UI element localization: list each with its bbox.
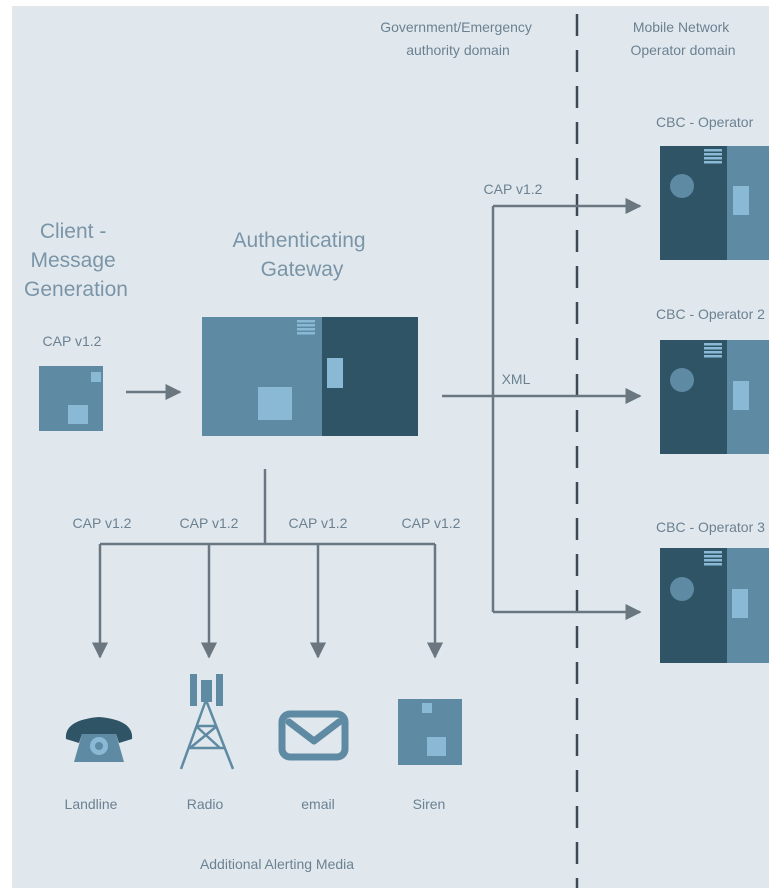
media-label-radio: Radio bbox=[187, 796, 224, 812]
additional-alerting-media-label: Additional Alerting Media bbox=[200, 856, 354, 872]
operator-top-protocol-label: CAP v1.2 bbox=[484, 181, 543, 197]
media-distribution-tree bbox=[91, 469, 444, 659]
media-label-landline: Landline bbox=[65, 796, 118, 812]
gateway-title: Authenticating Gateway bbox=[233, 229, 372, 281]
operator-2-label: CBC - Operator 2 bbox=[656, 306, 765, 322]
radio-tower-icon bbox=[179, 674, 235, 770]
branch-protocol-label-email: CAP v1.2 bbox=[289, 515, 348, 531]
operator-3-server-icon bbox=[660, 548, 769, 663]
siren-box-icon bbox=[398, 699, 462, 765]
client-protocol-label: CAP v1.2 bbox=[43, 333, 102, 349]
branch-protocol-label-radio: CAP v1.2 bbox=[180, 515, 239, 531]
client-title: Client - Message Generation bbox=[24, 220, 128, 301]
gateway-server-icon bbox=[202, 317, 418, 436]
operator-1-server-icon bbox=[660, 146, 769, 260]
diagram-background bbox=[12, 6, 769, 888]
operator-3-label: CBC - Operator 3 bbox=[656, 519, 765, 535]
domain-left-label: Government/Emergency authority domain bbox=[380, 19, 536, 58]
media-label-email: email bbox=[301, 796, 334, 812]
media-label-siren: Siren bbox=[413, 796, 446, 812]
client-device-icon bbox=[39, 366, 103, 431]
operator-mid-protocol-label: XML bbox=[502, 371, 531, 387]
operator-connectors bbox=[442, 197, 642, 621]
domain-right-label: Mobile Network Operator domain bbox=[630, 19, 735, 58]
branch-protocol-label-siren: CAP v1.2 bbox=[402, 515, 461, 531]
operator-1-label: CBC - Operator bbox=[656, 114, 754, 130]
operator-2-server-icon bbox=[660, 340, 769, 454]
email-envelope-icon bbox=[278, 710, 349, 761]
telephone-icon bbox=[65, 717, 133, 762]
branch-protocol-label-landline: CAP v1.2 bbox=[73, 515, 132, 531]
